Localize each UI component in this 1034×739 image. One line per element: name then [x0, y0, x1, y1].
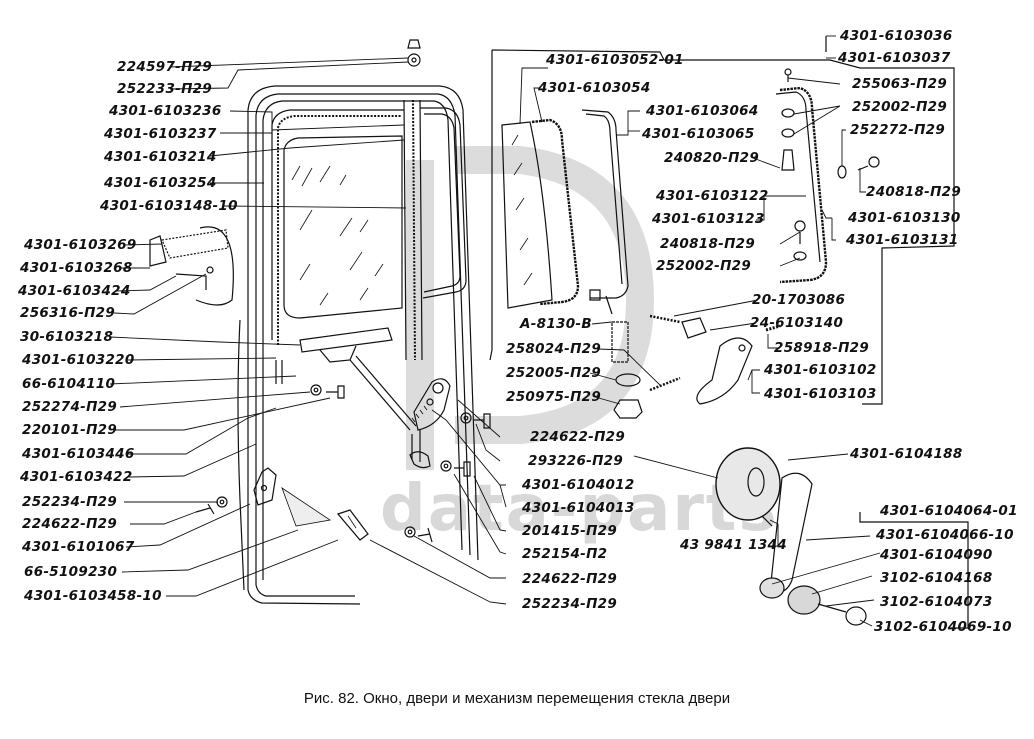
part-label: 4301-6103269 — [24, 237, 137, 253]
part-label: 4301-6103054 — [538, 80, 651, 96]
door-hinge-parts — [253, 360, 369, 541]
part-label: 4301-6103254 — [104, 175, 217, 191]
door-glass — [283, 135, 403, 319]
vent-frame-right — [775, 68, 880, 284]
part-label: 258024-П29 — [506, 341, 602, 357]
part-label: 4301-6103424 — [18, 283, 131, 299]
part-label: 220101-П29 — [22, 422, 118, 438]
part-label: 252005-П29 — [506, 365, 602, 381]
part-label: 20-1703086 — [752, 292, 846, 308]
part-label: 3102-6104073 — [880, 594, 993, 610]
part-label: 252233-П29 — [117, 81, 213, 97]
watermark-logo — [406, 146, 655, 470]
part-label: 4301-6104066-10 — [876, 527, 1014, 543]
part-label: 240820-П29 — [664, 150, 760, 166]
part-label: A-8130-B — [520, 316, 592, 332]
crank-handle — [715, 447, 867, 626]
part-label: 4301-6103458-10 — [24, 588, 162, 604]
part-label: 4301-6103130 — [848, 210, 961, 226]
part-label: 4301-6103122 — [656, 188, 769, 204]
part-label: 252002-П29 — [852, 99, 948, 115]
part-label: 252272-П29 — [850, 122, 946, 138]
vent-lock-parts — [611, 314, 781, 419]
part-label: 4301-6103037 — [838, 50, 951, 66]
watermark-text: data-parts — [380, 472, 779, 546]
part-label: 224597-П29 — [117, 59, 213, 75]
part-label: 293226-П29 — [528, 453, 624, 469]
window-regulator — [349, 355, 451, 469]
part-label: 4301-6104013 — [522, 500, 635, 516]
part-label: 252274-П29 — [22, 399, 118, 415]
window-channel — [271, 99, 467, 361]
part-label: 4301-6103103 — [764, 386, 877, 402]
part-label: 4301-6104012 — [522, 477, 635, 493]
part-label: 4301-6104064-01 — [880, 503, 1018, 519]
part-label: 4301-6103052-01 — [546, 52, 684, 68]
part-label: 4301-6101067 — [22, 539, 135, 555]
part-label: 4301-6103102 — [764, 362, 877, 378]
part-label: 201415-П29 — [522, 523, 618, 539]
part-label: 258918-П29 — [774, 340, 870, 356]
part-label: 66-5109230 — [24, 564, 118, 580]
part-label: 4301-6104090 — [880, 547, 993, 563]
part-label: 4301-6103036 — [840, 28, 953, 44]
part-label: 24-6103140 — [750, 315, 844, 331]
part-label: 224622-П29 — [22, 516, 118, 532]
part-label: 4301-6103236 — [109, 103, 222, 119]
part-label: 4301-6103220 — [22, 352, 135, 368]
part-label: 4301-6103123 — [652, 211, 765, 227]
part-label: 43 9841 1344 — [680, 537, 787, 553]
vent-window-parts — [501, 109, 629, 315]
part-label: 252154-П2 — [522, 546, 608, 562]
part-label: 4301-6103131 — [846, 232, 959, 248]
part-label: 4301-6103268 — [20, 260, 133, 276]
part-label: 240818-П29 — [866, 184, 962, 200]
part-label: 4301-6103148-10 — [100, 198, 238, 214]
part-label: 4301-6103446 — [22, 446, 135, 462]
detail-inset — [149, 226, 234, 306]
part-label: 252234-П29 — [522, 596, 618, 612]
group-brackets — [489, 36, 969, 629]
leader-lines-right — [673, 35, 881, 627]
part-label: 4301-6103065 — [642, 126, 755, 142]
part-label: 4301-6103064 — [646, 103, 759, 119]
part-label: 250975-П29 — [506, 389, 602, 405]
part-label: 240818-П29 — [660, 236, 756, 252]
part-label: 252234-П29 — [22, 494, 118, 510]
part-label: 255063-П29 — [852, 76, 948, 92]
part-label: 256316-П29 — [20, 305, 116, 321]
part-label: 3102-6104168 — [880, 570, 993, 586]
glass-lower-channel — [299, 327, 393, 363]
part-label: 4301-6104188 — [850, 446, 963, 462]
part-label: 4301-6103422 — [20, 469, 133, 485]
figure-caption: Рис. 82. Окно, двери и механизм перемеще… — [303, 690, 731, 707]
part-label: 224622-П29 — [530, 429, 626, 445]
part-label: 30-6103218 — [20, 329, 114, 345]
part-label: 66-6104110 — [22, 376, 116, 392]
part-label: 3102-6104069-10 — [874, 619, 1012, 635]
part-label: 252002-П29 — [656, 258, 752, 274]
part-label: 4301-6103237 — [104, 126, 217, 142]
part-label: 224622-П29 — [522, 571, 618, 587]
leader-lines-center — [369, 67, 781, 605]
leader-lines-left — [109, 57, 409, 597]
door-frame — [237, 85, 479, 605]
part-label: 4301-6103214 — [104, 149, 217, 165]
